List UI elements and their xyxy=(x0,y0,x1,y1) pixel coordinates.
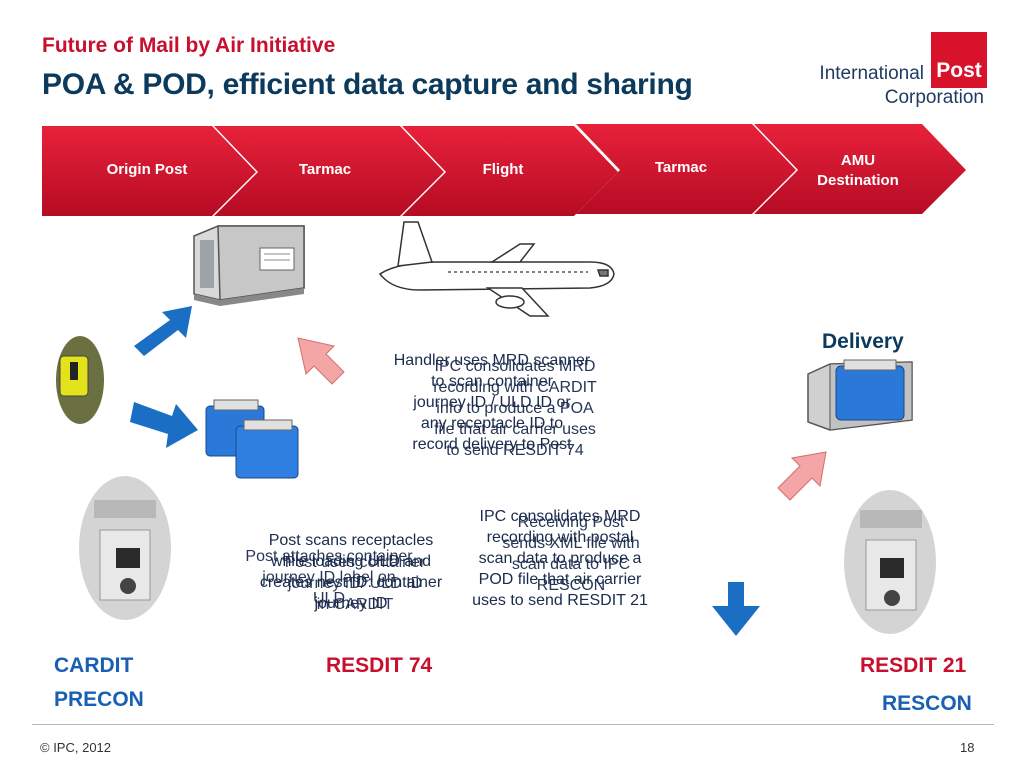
text-handler-mrd: Handler uses MRD scanner to scan contain… xyxy=(393,352,591,453)
airplane-icon xyxy=(378,221,615,317)
text-receiving-post: Receiving Post sends XML file with scan … xyxy=(502,514,640,594)
rescon-label: RESCON xyxy=(882,692,972,715)
text-post-attaches: Post attaches container journey ID label… xyxy=(245,548,413,607)
logo-line2: Corporation xyxy=(884,87,984,108)
text-ipc-consolidates-21: IPC consolidates MRD recording with post… xyxy=(472,508,648,609)
page-number: 18 xyxy=(960,740,975,755)
text-post-scans: Post scans receptacles while loading ULD… xyxy=(259,532,443,612)
logo-line1: International xyxy=(819,63,924,84)
arrow-blue-right xyxy=(130,402,198,448)
uld-container-icon xyxy=(193,225,305,306)
precon-label: PRECON xyxy=(54,688,144,711)
ipc-mail-registration-kiosk-left xyxy=(79,476,171,620)
footer-copyright: © IPC, 2012 xyxy=(40,740,112,755)
chevron-amu-destination xyxy=(754,124,966,214)
delivery-label: Delivery xyxy=(822,330,904,353)
step-tarmac-1: Tarmac xyxy=(298,161,352,178)
cardit-label: CARDIT xyxy=(54,654,134,677)
chevron-flight xyxy=(402,126,618,216)
scanner-handheld-icon xyxy=(56,336,104,424)
resdit21-label: RESDIT 21 xyxy=(860,654,967,677)
step-amu-destination: AMU Destination xyxy=(817,152,899,189)
step-origin-post: Origin Post xyxy=(106,161,188,178)
step-tarmac-2: Tarmac xyxy=(654,159,708,176)
resdit74-label: RESDIT 74 xyxy=(326,654,433,677)
slide-title: POA & POD, efficient data capture and sh… xyxy=(42,68,693,101)
text-ipc-consolidates-74: IPC consolidates MRD recording with CARD… xyxy=(433,358,597,459)
arrow-pink-up-left xyxy=(297,337,345,385)
postal-receptacles-icon xyxy=(205,399,299,479)
ipc-mail-registration-kiosk-right xyxy=(844,490,936,634)
logo-post-box: Post xyxy=(931,32,987,88)
destination-uld-icon xyxy=(807,359,913,431)
chevron-tarmac-2 xyxy=(576,124,796,214)
step-flight: Flight xyxy=(482,161,524,178)
ipc-logo: International Corporation Post xyxy=(812,32,992,112)
text-post-uses: Post uses container journey ID/ ULD ID i… xyxy=(284,554,426,613)
slide-kicker: Future of Mail by Air Initiative xyxy=(42,34,336,57)
chevron-origin-post xyxy=(42,126,256,216)
arrow-blue-up-right xyxy=(134,306,192,356)
chevron-tarmac-1 xyxy=(214,126,444,216)
arrow-pink-up-right xyxy=(777,451,827,501)
footer-divider xyxy=(32,724,994,725)
arrow-blue-down xyxy=(712,582,760,636)
